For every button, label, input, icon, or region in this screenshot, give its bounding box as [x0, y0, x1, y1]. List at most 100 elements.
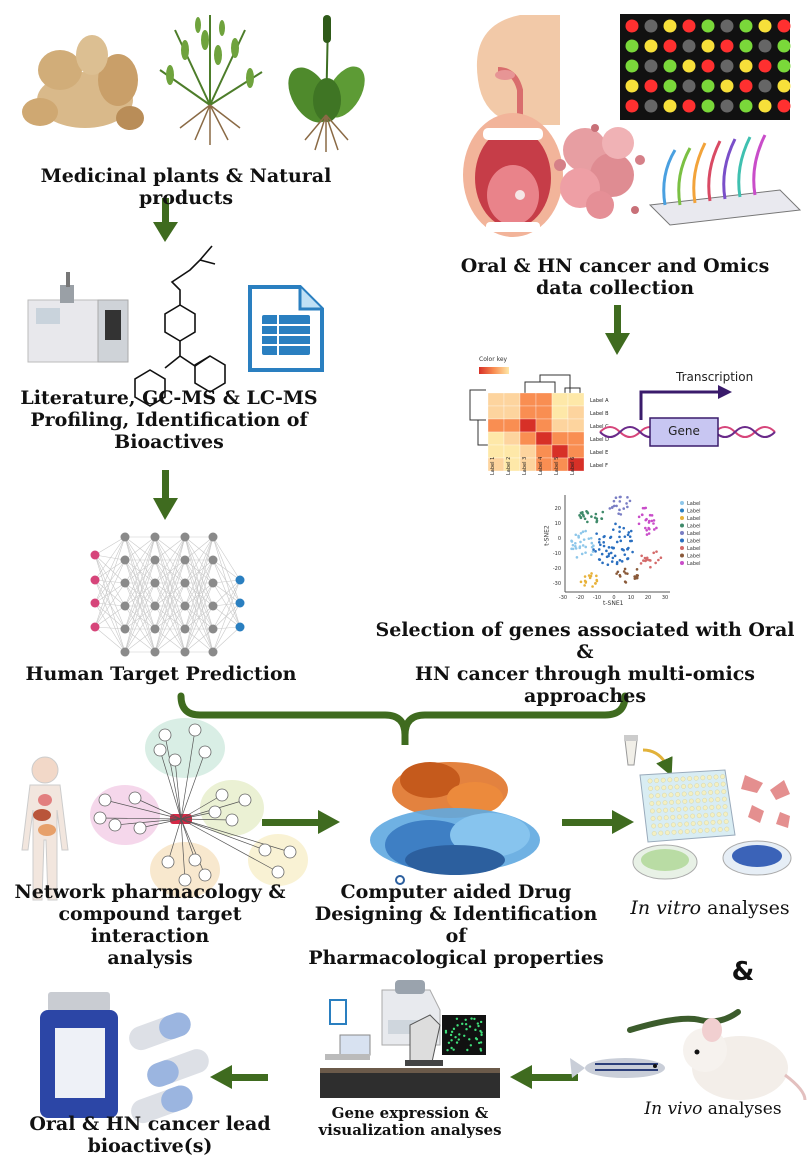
neural-network-icon	[90, 532, 245, 657]
tsne-x-tick: 30	[662, 595, 668, 601]
mouse-icon	[683, 1018, 807, 1101]
protein-structure-icon	[370, 762, 540, 885]
tsne-legend-label: Label	[687, 531, 701, 537]
ampersand-label: &	[731, 957, 755, 987]
heatmap-col-label: Label 2	[506, 457, 512, 475]
arrow-cadd-to-invitro	[562, 810, 634, 834]
tsne-ylabel: t-SNE2	[543, 525, 551, 546]
literature-label: Literature, GC-MS & LC-MS Profiling, Ide…	[0, 387, 338, 454]
arrow-invivo-to-geneexpr	[510, 1065, 578, 1089]
plantain-plant-icon	[288, 15, 365, 152]
tsne-x-tick: 0	[612, 595, 615, 601]
tsne-legend-label: Label	[687, 524, 701, 530]
pipette-tube-icon	[624, 735, 673, 777]
spreadsheet-file-icon	[248, 285, 324, 372]
in-vivo-rest: analyses	[702, 1099, 782, 1119]
tsne-y-tick: 0	[558, 536, 561, 542]
tsne-y-tick: -20	[553, 566, 561, 572]
petri-dish-icon	[632, 840, 792, 880]
ginger-root-icon	[22, 35, 144, 130]
oral-hn-line2: data collection	[535, 276, 695, 299]
tsne-x-tick: -10	[593, 595, 601, 601]
in-vitro-label: In vitro analyses	[625, 897, 795, 920]
tsne-legend-label: Label	[687, 546, 701, 552]
arrow-plants-to-literature	[153, 198, 178, 242]
cadd-label: Computer aided Drug Designing & Identifi…	[302, 881, 610, 969]
human-body-icon	[21, 756, 69, 901]
worm-icon	[627, 1009, 741, 1033]
literature-line2: Profiling, Identification of	[30, 408, 308, 431]
lead-line1: Oral & HN cancer lead	[29, 1113, 271, 1135]
tsne-y-tick: -10	[553, 551, 561, 557]
tsne-y-tick: 20	[555, 506, 561, 512]
dna-strands-slide-icon	[648, 134, 802, 226]
human-target-label: Human Target Prediction	[25, 663, 297, 685]
color-key-label: Color key	[479, 356, 508, 363]
tsne-legend-label: Label	[687, 501, 701, 507]
lead-line2: bioactive(s)	[87, 1134, 213, 1157]
tsne-legend-label: Label	[687, 554, 701, 560]
heatmap-row-label: Label B	[590, 411, 609, 417]
tsne-x-tick: -20	[576, 595, 584, 601]
capsule-icon	[129, 1012, 209, 1124]
heatmap-col-label: Label 1	[490, 457, 496, 475]
tsne-legend-label: Label	[687, 516, 701, 522]
oral-hn-omics-label: Oral & HN cancer and Omics data collecti…	[440, 255, 790, 300]
cells-icon	[741, 775, 790, 828]
gene-expr-line1: Gene expression &	[331, 1104, 489, 1122]
arrow-geneexpr-to-lead	[210, 1065, 268, 1089]
open-mouth-icon	[463, 113, 563, 237]
gc-ms-instrument-icon	[27, 272, 129, 363]
gene-label: Gene	[668, 424, 700, 438]
head-profile-icon	[476, 15, 560, 125]
heatmap-row-label: Label F	[590, 463, 608, 469]
network-label: Network pharmacology & compound target i…	[0, 881, 300, 969]
heatmap-col-label: Label 4	[538, 457, 544, 475]
heatmap-row-label: Label A	[590, 398, 609, 404]
transcription-icon	[599, 385, 776, 447]
tsne-legend-label: Label	[687, 539, 701, 545]
tsne-y-tick: 10	[555, 521, 561, 527]
tsne-legend-label: Label	[687, 561, 701, 567]
zebrafish-icon	[570, 1058, 665, 1078]
in-vitro-italic: In vitro	[630, 897, 702, 919]
tsne-legend-label: Label	[687, 509, 701, 515]
network-line2: compound target interaction	[58, 902, 242, 947]
selection-line1: Selection of genes associated with Oral …	[375, 619, 795, 663]
lead-bioactive-label: Oral & HN cancer lead bioactive(s)	[0, 1113, 300, 1158]
selection-line2: HN cancer through multi-omics	[415, 662, 755, 685]
selection-line3: approaches	[523, 684, 647, 707]
heatmap-col-label: Label 6	[570, 457, 576, 475]
cancer-cells-icon	[554, 124, 645, 219]
arrow-network-to-cadd	[262, 810, 340, 834]
literature-line1: Literature, GC-MS & LC-MS	[20, 387, 318, 409]
tsne-x-tick: 20	[645, 595, 651, 601]
heatmap-col-label: Label 5	[554, 457, 560, 475]
literature-line3: Bioactives	[114, 430, 224, 453]
selection-label: Selection of genes associated with Oral …	[365, 619, 805, 707]
tsne-y-tick: -30	[553, 581, 561, 587]
tsne-x-tick: 10	[628, 595, 634, 601]
pill-bottle-icon	[40, 992, 118, 1118]
tsne-xlabel: t-SNE1	[603, 600, 624, 607]
bracket-connector	[177, 692, 629, 745]
medicinal-plants-label: Medicinal plants & Natural products	[40, 165, 332, 209]
herb-plant-icon	[159, 15, 263, 145]
network-line3: analysis	[107, 946, 193, 969]
heatmap-row-label: Label C	[590, 424, 609, 430]
heatmap-row-label: Label E	[590, 450, 608, 456]
gene-expression-label: Gene expression & visualization analyses	[300, 1104, 520, 1140]
transcription-label: Transcription	[676, 370, 754, 384]
microscope-workstation-icon	[320, 999, 500, 1098]
oral-hn-line1: Oral & HN cancer and Omics	[460, 255, 770, 277]
heatmap-col-label: Label 3	[522, 457, 528, 475]
arrow-literature-to-target	[153, 470, 178, 520]
in-vivo-italic: In vivo	[644, 1099, 703, 1119]
molecule-structure-icon	[134, 245, 226, 407]
tsne-x-tick: -30	[559, 595, 567, 601]
microplate-icon	[639, 769, 736, 843]
network-graph-icon	[90, 718, 308, 898]
